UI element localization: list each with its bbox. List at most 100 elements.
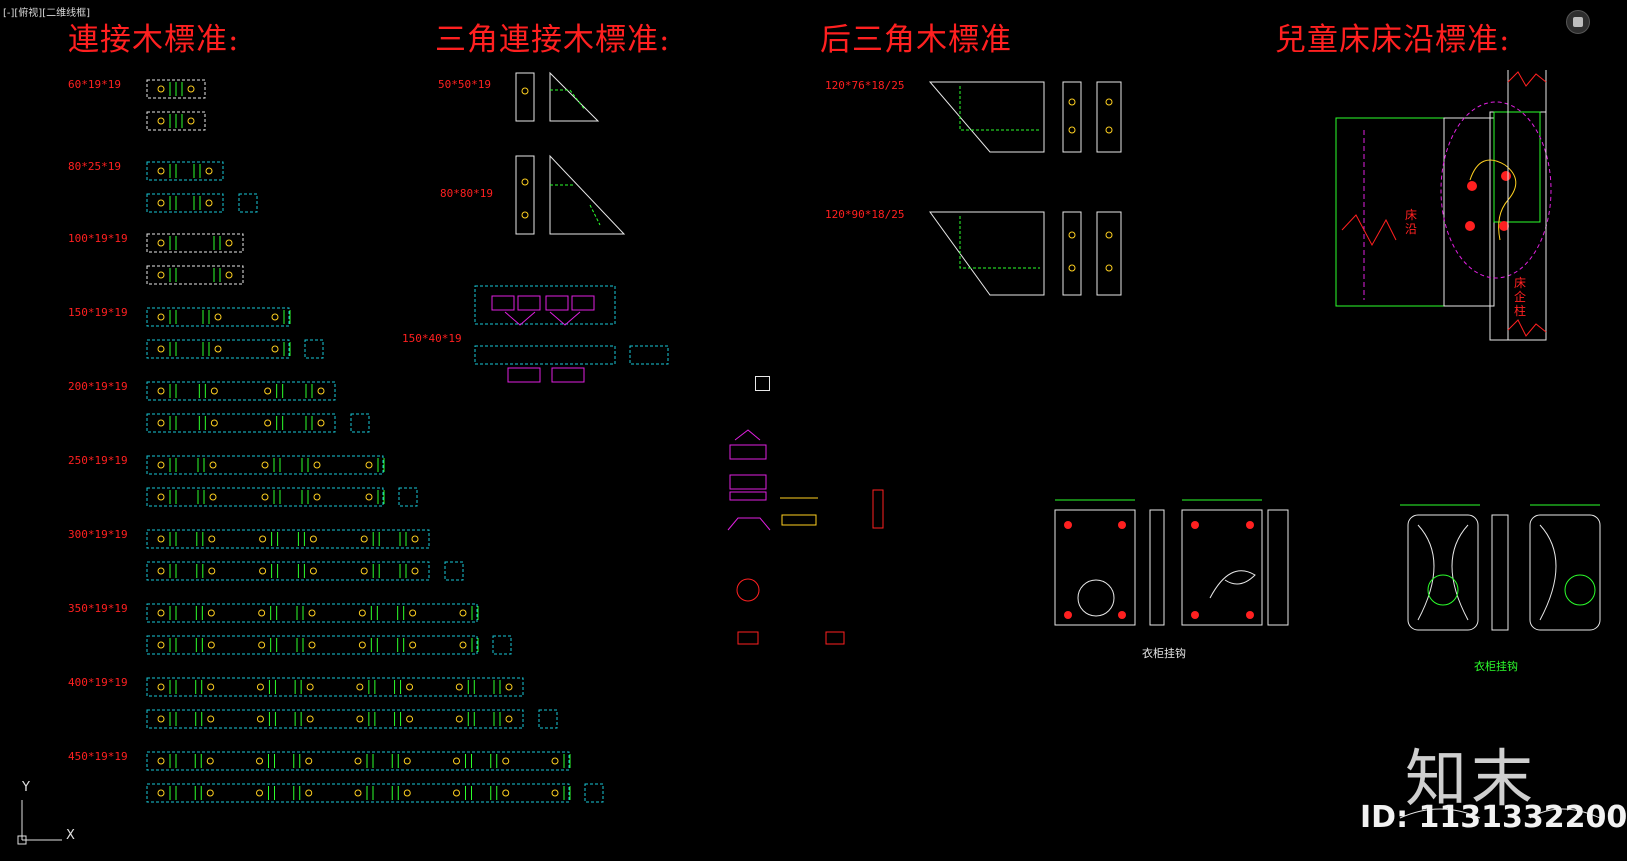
connect-part-dowel [270,638,278,652]
connect-part-hole [264,419,272,427]
connect-part-dowel [283,310,291,324]
triangle-connect-parts [474,71,669,383]
connect-part-end-view [238,193,258,213]
connect-part-hole [261,493,269,501]
connect-part-dowel [169,384,177,398]
connect-part-dowel [296,606,304,620]
connect-part-dowel [372,532,380,546]
connect-part-dowel [169,786,177,800]
connect-part-outline [146,677,524,697]
connect-part-dowel [169,712,177,726]
rear-triangle-size-label: 120*76*18/25 [825,79,905,92]
connect-part-dowel [391,786,399,800]
connect-size-label: 400*19*19 [68,676,128,689]
connect-part-dowel [563,786,571,800]
connect-part-dowel [273,458,281,472]
connect-part-outline [146,413,336,433]
connect-part-hole [409,641,417,649]
connect-part-dowel [471,638,479,652]
connect-part-dowel [197,458,205,472]
connect-part-dowel [169,164,177,178]
connect-part-end-view [304,339,324,359]
connect-part-hole [358,641,366,649]
connect-part-outline [146,233,244,253]
connect-part-hole [157,789,165,797]
connect-part-hole [209,493,217,501]
connect-part-dowel [397,606,405,620]
connect-part-hole [225,271,233,279]
triangle-size-label: 150*40*19 [402,332,462,345]
connect-part-dowel [273,490,281,504]
title-triangle-connect-wood: 三角連接木標准: [435,22,671,58]
connect-part-outline [146,455,384,475]
connect-size-label: 200*19*19 [68,380,128,393]
connect-part-hole [309,567,317,575]
connect-part-hole [453,757,460,765]
connect-part-hole [411,535,419,543]
connect-size-label: 60*19*19 [68,78,121,91]
connect-part-dowel [195,638,203,652]
connect-part-hole [551,789,559,797]
connect-part-dowel [271,532,279,546]
connect-part-dowel [194,754,202,768]
title-rear-triangle-wood: 后三角木標准 [820,22,1012,58]
title-kids-bed-rail: 兒童床床沿標准: [1275,22,1511,58]
connect-part-hole [453,789,460,797]
connect-part-dowel [175,82,183,96]
connect-part-hole [271,345,279,353]
connect-size-label: 300*19*19 [68,528,128,541]
connect-part-hole [157,609,165,617]
connect-part-hole [157,757,165,765]
connect-part-dowel [370,638,378,652]
viewcube-icon[interactable] [1566,10,1590,34]
connect-part-outline [146,603,478,623]
connect-part-dowel [213,236,221,250]
wardrobe-hook-caption: 衣柜挂钩 [1142,647,1186,660]
connect-part-outline [146,709,524,729]
brand-logo: 知末 [1405,742,1538,815]
connect-part-dowel [193,164,201,178]
connect-part-dowel [169,490,177,504]
connect-part-hole [157,493,165,501]
connect-part-hole [207,609,215,617]
connect-part-hole [225,239,233,247]
connect-part-hole [210,419,218,427]
connect-part-outline [146,561,430,581]
connect-part-hole [365,493,373,501]
connect-part-dowel [391,754,399,768]
cursor-pickbox [755,376,770,391]
triangle-part-side [515,155,535,235]
connect-part-hole [157,117,165,125]
connect-part-hole [356,683,364,691]
connect-part-dowel [169,236,177,250]
brand-id: ID: 1131332200 [1360,800,1627,835]
connect-part-outline [146,79,206,99]
viewport-label[interactable]: [-][俯视][二维线框] [3,8,91,19]
connect-part-hole [157,345,165,353]
connect-part-dowel [169,754,177,768]
connect-part-hole [187,85,195,93]
connect-part-dowel [268,680,276,694]
connect-size-label: 350*19*19 [68,602,128,615]
connect-part-hole [157,85,165,93]
connect-part-dowel [195,606,203,620]
connect-part-hole [157,461,165,469]
connect-part-outline [146,487,384,507]
connect-part-dowel [293,786,301,800]
connect-part-hole [157,239,165,247]
connect-part-hole [256,715,264,723]
connect-part-hole [308,609,316,617]
connect-part-dowel [169,638,177,652]
connect-part-end-view [584,783,604,803]
connect-part-hole [157,535,165,543]
connect-part-dowel [399,532,407,546]
connect-part-dowel [399,564,407,578]
connect-part-dowel [283,342,291,356]
connect-part-hole [455,683,463,691]
connect-part-dowel [169,268,177,282]
connect-part-hole [306,683,314,691]
connect-part-hole [406,683,414,691]
connect-part-dowel [377,490,385,504]
connect-part-hole [455,715,463,723]
